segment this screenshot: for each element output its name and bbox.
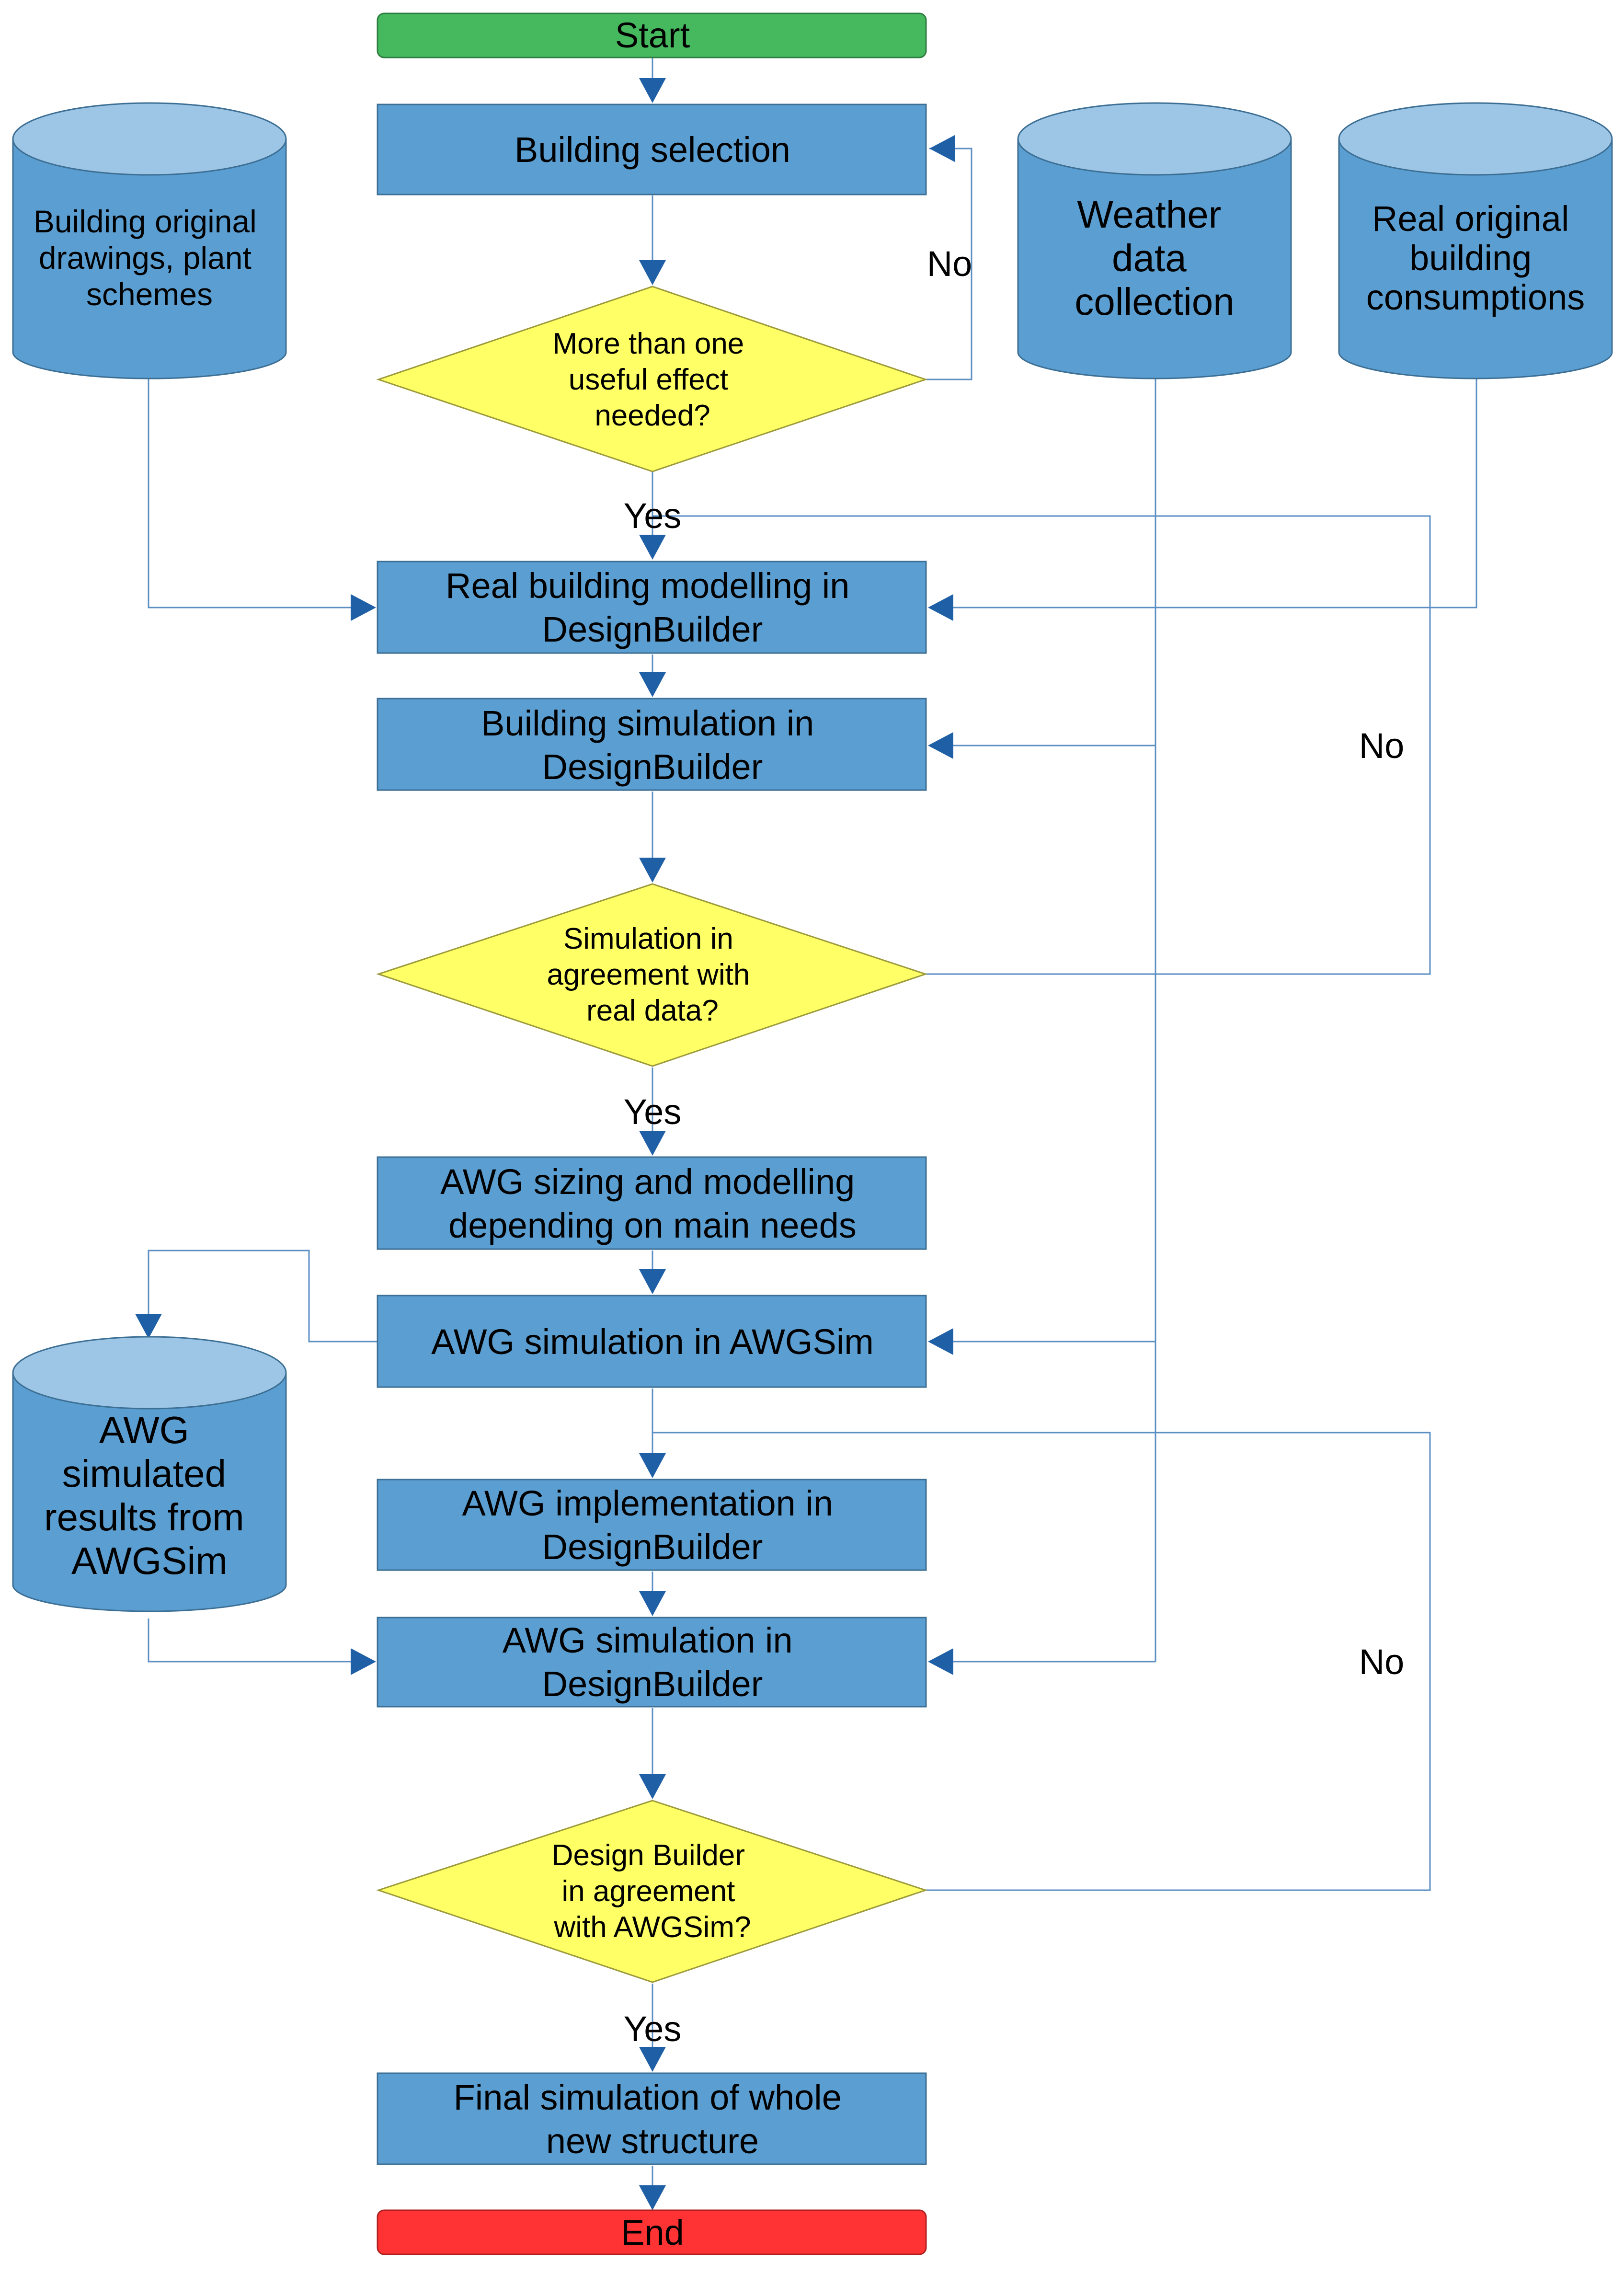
edge-decision3-no-loop: [652, 1432, 1431, 1891]
database-real-consumptions: Real original building consumptions: [1338, 102, 1613, 379]
arrowhead: [639, 1269, 666, 1294]
database-weather-data: Weather data collection: [1017, 102, 1292, 379]
end-label: End: [621, 2213, 684, 2252]
decision-designbuilder-agreement-label: Design Builder in agreement with AWGSim?: [552, 1839, 753, 1944]
process-building-selection: Building selection: [377, 103, 927, 195]
database-weather-data-label: Weather data collection: [1075, 193, 1235, 323]
arrowhead: [928, 732, 953, 759]
arrowhead: [639, 672, 666, 697]
arrowhead: [639, 1591, 666, 1616]
process-awg-simulation-awgsim: AWG simulation in AWGSim: [377, 1295, 927, 1388]
edge-consumptions-db-to-modelling: [930, 379, 1477, 608]
database-real-consumptions-label: Real original building consumptions: [1366, 199, 1585, 317]
database-awg-simulated-results: AWG simulated results from AWGSim: [12, 1336, 287, 1612]
edge-results-db-to-awg-db-sim: [148, 1619, 374, 1663]
process-awg-sizing-label: AWG sizing and modelling depending on ma…: [440, 1162, 865, 1245]
connectors: [148, 58, 1477, 2209]
process-real-building-modelling-label: Real building modelling in DesignBuilder: [446, 566, 859, 649]
edge-label-no-3: No: [1359, 1642, 1405, 1682]
arrowhead: [639, 1131, 666, 1156]
arrowhead: [639, 535, 666, 560]
edge-label-no-2: No: [1359, 726, 1405, 766]
process-awg-simulation-designbuilder: AWG simulation in DesignBuilder: [377, 1617, 927, 1708]
edge-label-yes-1: Yes: [624, 496, 682, 536]
arrowhead: [639, 2185, 666, 2210]
process-awg-sizing: AWG sizing and modelling depending on ma…: [377, 1156, 927, 1250]
decision-useful-effect-label: More than one useful effect needed?: [552, 327, 752, 432]
database-awg-simulated-results-label: AWG simulated results from AWGSim: [44, 1409, 255, 1582]
process-final-simulation-label: Final simulation of whole new structure: [454, 2078, 852, 2161]
arrowhead: [639, 1453, 666, 1478]
edge-label-yes-3: Yes: [624, 2009, 682, 2049]
process-awg-implementation-label: AWG implementation in DesignBuilder: [462, 1483, 843, 1567]
process-final-simulation: Final simulation of whole new structure: [377, 2072, 927, 2165]
database-original-drawings: Building original drawings, plant scheme…: [12, 102, 287, 379]
end-terminal: End: [377, 2209, 927, 2255]
arrowhead: [928, 1328, 953, 1355]
arrowhead: [351, 1648, 376, 1675]
arrowhead: [928, 594, 953, 621]
decision-designbuilder-agreement: Design Builder in agreement with AWGSim?: [376, 1800, 928, 1983]
arrowhead: [929, 135, 955, 162]
start-label: Start: [615, 15, 690, 55]
arrowhead: [639, 260, 666, 285]
decision-simulation-agreement: Simulation in agreement with real data?: [376, 883, 928, 1067]
process-awg-simulation-awgsim-label: AWG simulation in AWGSim: [431, 1322, 874, 1362]
process-awg-implementation: AWG implementation in DesignBuilder: [377, 1479, 927, 1571]
decision-useful-effect: More than one useful effect needed?: [376, 286, 928, 472]
arrowheads: [135, 78, 955, 2210]
process-building-simulation: Building simulation in DesignBuilder: [377, 698, 927, 791]
edge-label-yes-2: Yes: [624, 1092, 682, 1132]
process-building-selection-label: Building selection: [515, 130, 790, 170]
arrowhead: [639, 2047, 666, 2072]
start-terminal: Start: [377, 12, 927, 58]
edge-awgsim-to-results-db: [148, 1250, 377, 1343]
decision-simulation-agreement-label: Simulation in agreement with real data?: [547, 922, 758, 1027]
process-real-building-modelling: Real building modelling in DesignBuilder: [377, 561, 927, 654]
arrowhead: [351, 594, 376, 621]
arrowhead: [639, 858, 666, 883]
edge-label-no-1: No: [927, 244, 972, 284]
arrowhead: [639, 78, 666, 103]
arrowhead: [928, 1648, 953, 1675]
arrowhead: [639, 1774, 666, 1799]
process-building-simulation-label: Building simulation in DesignBuilder: [481, 703, 824, 787]
arrowhead: [135, 1314, 162, 1339]
edge-decision2-no-loop: [652, 515, 1431, 975]
process-awg-simulation-designbuilder-label: AWG simulation in DesignBuilder: [503, 1620, 802, 1704]
database-original-drawings-label: Building original drawings, plant scheme…: [34, 204, 265, 312]
edge-drawings-db-to-modelling: [148, 379, 374, 608]
